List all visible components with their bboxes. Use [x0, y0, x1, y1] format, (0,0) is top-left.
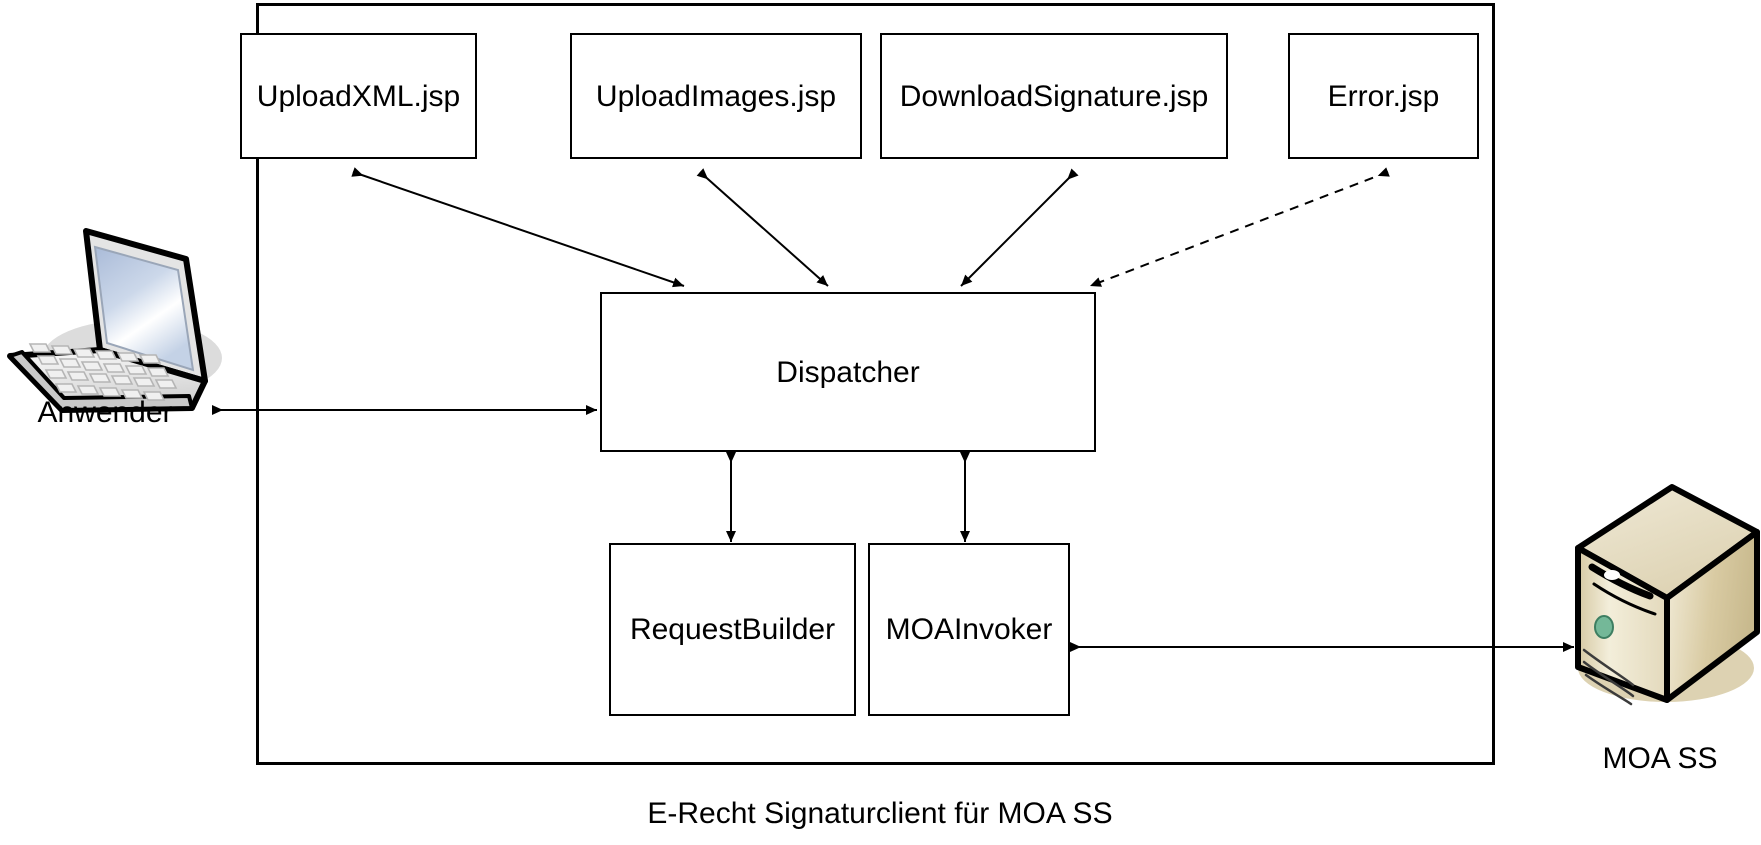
node-downloadsignature-label: DownloadSignature.jsp: [899, 79, 1209, 113]
node-dispatcher-label: Dispatcher: [776, 355, 920, 389]
system-boundary: [256, 3, 1495, 765]
node-error-label: Error.jsp: [1327, 79, 1440, 113]
actor-moass-label: MOA SS: [1602, 742, 1718, 775]
node-error[interactable]: Error.jsp: [1288, 33, 1479, 159]
node-uploadxml[interactable]: UploadXML.jsp: [240, 33, 477, 159]
diagram-caption: E-Recht Signaturclient für MOA SS: [647, 797, 1113, 830]
connector-downloadsignature-dispatcher: [960, 168, 1079, 287]
connector-error-dispatcher: [1089, 167, 1390, 287]
node-downloadsignature[interactable]: DownloadSignature.jsp: [880, 33, 1228, 159]
node-uploadxml-label: UploadXML.jsp: [256, 79, 461, 113]
connector-uploadimages-dispatcher: [696, 168, 829, 287]
node-uploadimages[interactable]: UploadImages.jsp: [570, 33, 862, 159]
node-requestbuilder[interactable]: RequestBuilder: [609, 543, 856, 716]
node-uploadimages-label: UploadImages.jsp: [595, 79, 837, 113]
node-dispatcher[interactable]: Dispatcher: [600, 292, 1096, 452]
laptop-icon: [7, 228, 222, 413]
node-moainvoker-label: MOAInvoker: [885, 613, 1053, 646]
node-requestbuilder-label: RequestBuilder: [629, 613, 836, 646]
connector-uploadxml-dispatcher: [351, 167, 685, 288]
actor-anwender-label: Anwender: [37, 396, 173, 429]
server-icon: [1575, 484, 1760, 706]
node-moainvoker[interactable]: MOAInvoker: [868, 543, 1070, 716]
